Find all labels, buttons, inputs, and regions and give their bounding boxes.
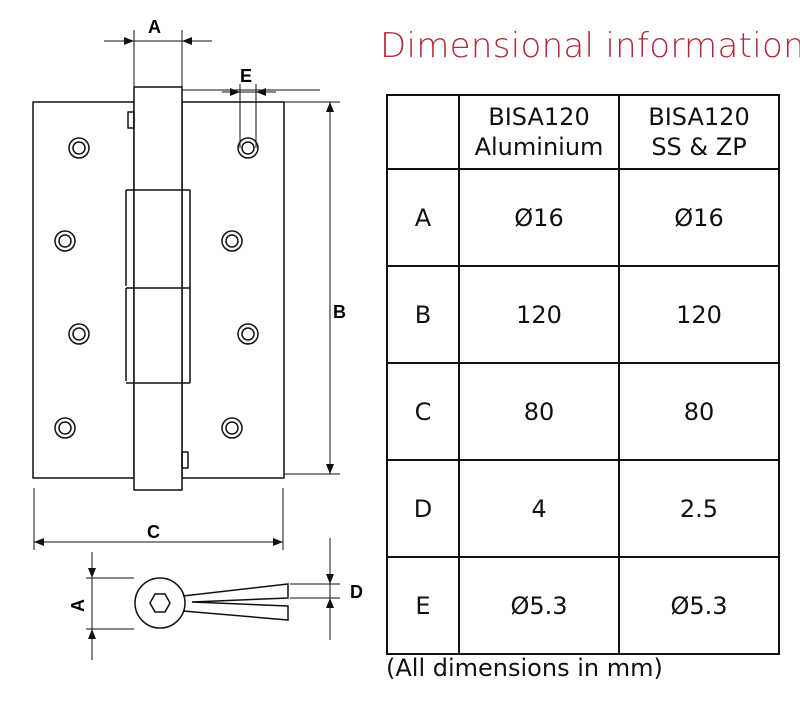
arrow: [124, 37, 134, 45]
table-cell: Ø5.3: [618, 556, 780, 655]
arrow: [326, 598, 334, 608]
table-cell: 120: [458, 265, 620, 364]
arrow: [88, 629, 96, 639]
page-title: Dimensional information:: [380, 26, 800, 66]
screw-hole: [54, 137, 90, 439]
table-cell: 4: [458, 459, 620, 558]
table-row: A Ø16 Ø16: [386, 168, 780, 267]
pin-cap-top: [127, 111, 135, 129]
table-cell: 2.5: [618, 459, 780, 558]
screw-hole: [221, 137, 259, 439]
arrow: [230, 88, 240, 96]
row-label: A: [386, 168, 460, 267]
table-header-cell: [386, 94, 460, 170]
dim-B-label: B: [333, 302, 346, 322]
arrow: [256, 88, 266, 96]
arrow: [326, 464, 334, 474]
hex-socket-icon: [149, 593, 171, 613]
dim-A-label: A: [148, 17, 161, 37]
table-cell: Ø16: [618, 168, 780, 267]
header-ss-zp: BISA120 SS & ZP: [648, 103, 750, 161]
dim-D-label: D: [350, 582, 363, 602]
table-cell: Ø16: [458, 168, 620, 267]
arrow: [34, 538, 44, 546]
dim-side-A-label: A: [68, 599, 88, 612]
table-row: B 120 120: [386, 265, 780, 364]
knuckle-lug-1: [125, 190, 191, 288]
row-label: B: [386, 265, 460, 364]
arrow: [273, 538, 283, 546]
table-header-row: BISA120 Aluminium BISA120 SS & ZP: [386, 94, 780, 170]
side-view-knuckle: [134, 577, 186, 629]
arrow: [182, 37, 192, 45]
table-cell: Ø5.3: [458, 556, 620, 655]
header-aluminium: BISA120 Aluminium: [474, 103, 604, 161]
table-cell: 120: [618, 265, 780, 364]
arrow: [88, 568, 96, 578]
table-row: D 4 2.5: [386, 459, 780, 558]
hinge-diagram: A E B C D A: [32, 17, 363, 660]
side-view-leaves: [182, 583, 289, 621]
dim-C-label: C: [147, 522, 160, 542]
table-row: C 80 80: [386, 362, 780, 461]
row-label: E: [386, 556, 460, 655]
table-cell: 80: [458, 362, 620, 461]
table-header-cell: BISA120 SS & ZP: [618, 94, 780, 170]
dim-E-label: E: [240, 66, 252, 86]
pin-cap-bottom: [181, 451, 189, 469]
arrow: [326, 574, 334, 584]
units-note: (All dimensions in mm): [386, 654, 663, 682]
arrow: [326, 102, 334, 112]
table-header-cell: BISA120 Aluminium: [458, 94, 620, 170]
row-label: D: [386, 459, 460, 558]
dimension-table: BISA120 Aluminium BISA120 SS & ZP A Ø16 …: [386, 94, 780, 655]
table-row: E Ø5.3 Ø5.3: [386, 556, 780, 655]
row-label: C: [386, 362, 460, 461]
hinge-left-leaf: [32, 101, 135, 479]
table-cell: 80: [618, 362, 780, 461]
knuckle-lug-2: [125, 288, 191, 383]
